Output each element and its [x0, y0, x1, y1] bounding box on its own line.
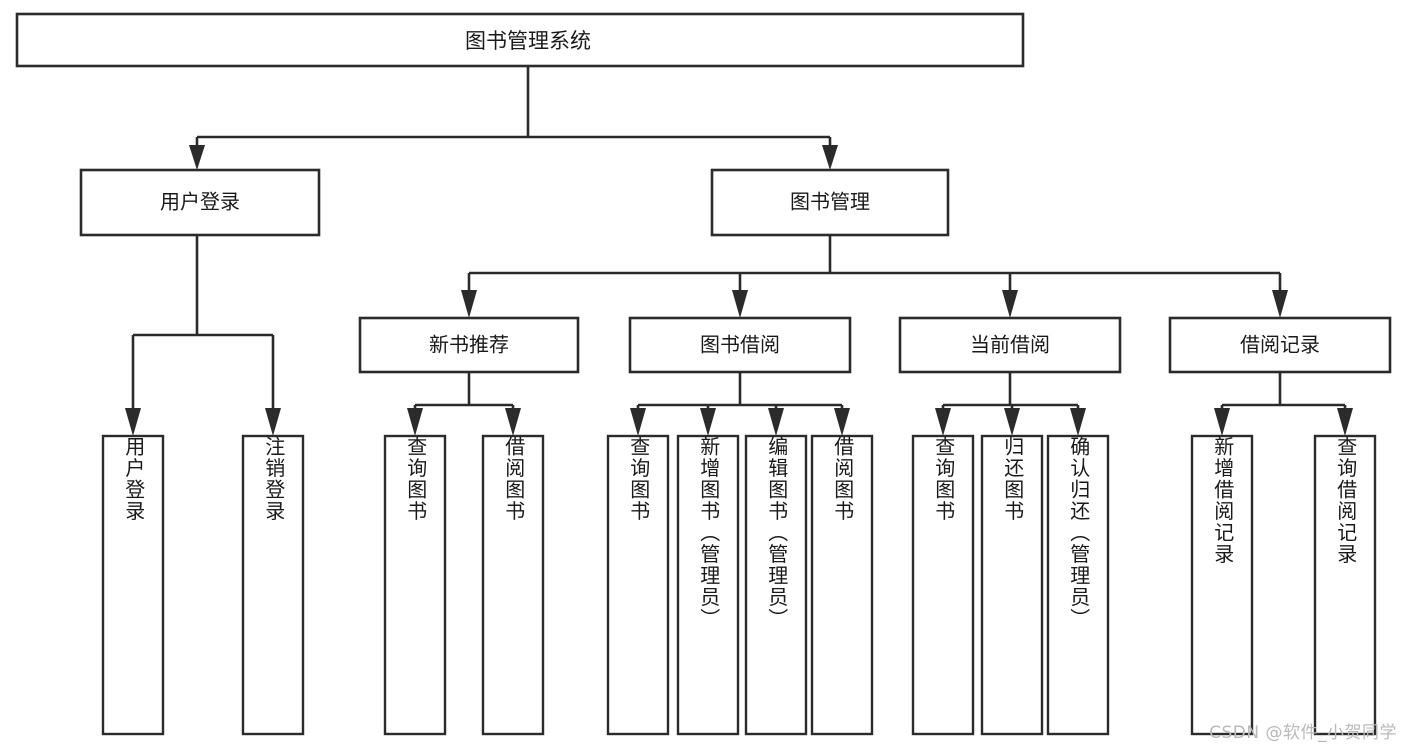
- arrowhead-bb-edit: [768, 408, 784, 436]
- leaf-box-br-add[interactable]: [1190, 434, 1254, 736]
- leaf-box-nb-query[interactable]: [383, 434, 447, 736]
- arrowhead-br-add: [1214, 408, 1230, 436]
- edges-bookmanage-to-level3: [461, 235, 1288, 318]
- leaf-box-cb-query[interactable]: [911, 434, 975, 736]
- node-user-login-label: 用户登录: [160, 190, 240, 214]
- leaf-boxes-new-book: [383, 434, 545, 736]
- arrowhead-cb-return: [1004, 408, 1020, 436]
- arrowhead-br-query: [1337, 408, 1353, 436]
- node-book-manage[interactable]: 图书管理: [710, 168, 950, 237]
- arrowhead-nb-query: [407, 408, 423, 436]
- arrowhead-borrowrecord: [1272, 290, 1288, 318]
- node-current-borrow-label: 当前借阅: [970, 333, 1050, 357]
- node-borrow-record-box[interactable]: [1168, 316, 1392, 374]
- leaf-box-nb-borrow[interactable]: [481, 434, 545, 736]
- node-new-book-recommend-box[interactable]: [358, 316, 580, 374]
- arrowhead-cb-confirm: [1070, 408, 1086, 436]
- leaf-box-cb-return[interactable]: [980, 434, 1044, 736]
- arrowhead-logout-do: [265, 408, 281, 436]
- leaf-boxes-user-login: [101, 434, 305, 736]
- node-root-box[interactable]: [15, 12, 1025, 68]
- leaf-boxes-current-borrow: [911, 434, 1110, 736]
- leaf-box-bb-query[interactable]: [606, 434, 670, 736]
- leaf-box-login-do[interactable]: [101, 434, 165, 736]
- arrowhead-newbook: [461, 290, 477, 318]
- node-borrow-record[interactable]: 借阅记录: [1168, 316, 1392, 374]
- leaf-boxes-borrow-record: [1190, 434, 1377, 736]
- arrowhead-bb-borrow: [834, 408, 850, 436]
- leaf-box-bb-edit[interactable]: [744, 434, 808, 736]
- arrowhead-bookborrow: [732, 290, 748, 318]
- arrowhead-bookmanage: [822, 145, 838, 170]
- arrowhead-bb-query: [630, 408, 646, 436]
- edges-newbook-to-leaves: [407, 372, 521, 436]
- arrowhead-cb-query: [935, 408, 951, 436]
- node-new-book-recommend[interactable]: 新书推荐: [358, 316, 580, 374]
- node-book-borrow[interactable]: 图书借阅: [628, 316, 852, 374]
- leaf-box-cb-confirm[interactable]: [1046, 434, 1110, 736]
- node-current-borrow[interactable]: 当前借阅: [898, 316, 1122, 374]
- node-user-login-box[interactable]: [79, 168, 321, 237]
- edges-borrowrecord-to-leaves: [1214, 372, 1353, 436]
- leaf-box-br-query[interactable]: [1313, 434, 1377, 736]
- leaf-boxes-book-borrow: [606, 434, 874, 736]
- arrowhead-login-do: [125, 408, 141, 436]
- edges-currentborrow-to-leaves: [935, 372, 1086, 436]
- arrowhead-bb-add: [700, 408, 716, 436]
- node-book-manage-label: 图书管理: [790, 190, 870, 214]
- node-user-login[interactable]: 用户登录: [79, 168, 321, 237]
- leaf-box-bb-borrow[interactable]: [810, 434, 874, 736]
- arrowhead-userlogin: [189, 145, 205, 170]
- node-root-label: 图书管理系统: [465, 29, 591, 53]
- node-borrow-record-label: 借阅记录: [1240, 333, 1320, 357]
- edges-bookborrow-to-leaves: [630, 372, 850, 436]
- leaf-box-bb-add[interactable]: [676, 434, 740, 736]
- arrowhead-nb-borrow: [505, 408, 521, 436]
- leaf-box-logout-do[interactable]: [241, 434, 305, 736]
- node-book-borrow-label: 图书借阅: [700, 333, 780, 357]
- node-root[interactable]: 图书管理系统: [15, 12, 1025, 68]
- edges-userlogin-to-leaves: [125, 235, 281, 436]
- node-new-book-recommend-label: 新书推荐: [429, 333, 509, 357]
- node-book-manage-box[interactable]: [710, 168, 950, 237]
- node-book-borrow-box[interactable]: [628, 316, 852, 374]
- arrowhead-currentborrow: [1002, 290, 1018, 318]
- node-current-borrow-box[interactable]: [898, 316, 1122, 374]
- edges-root-to-level2: [189, 66, 838, 170]
